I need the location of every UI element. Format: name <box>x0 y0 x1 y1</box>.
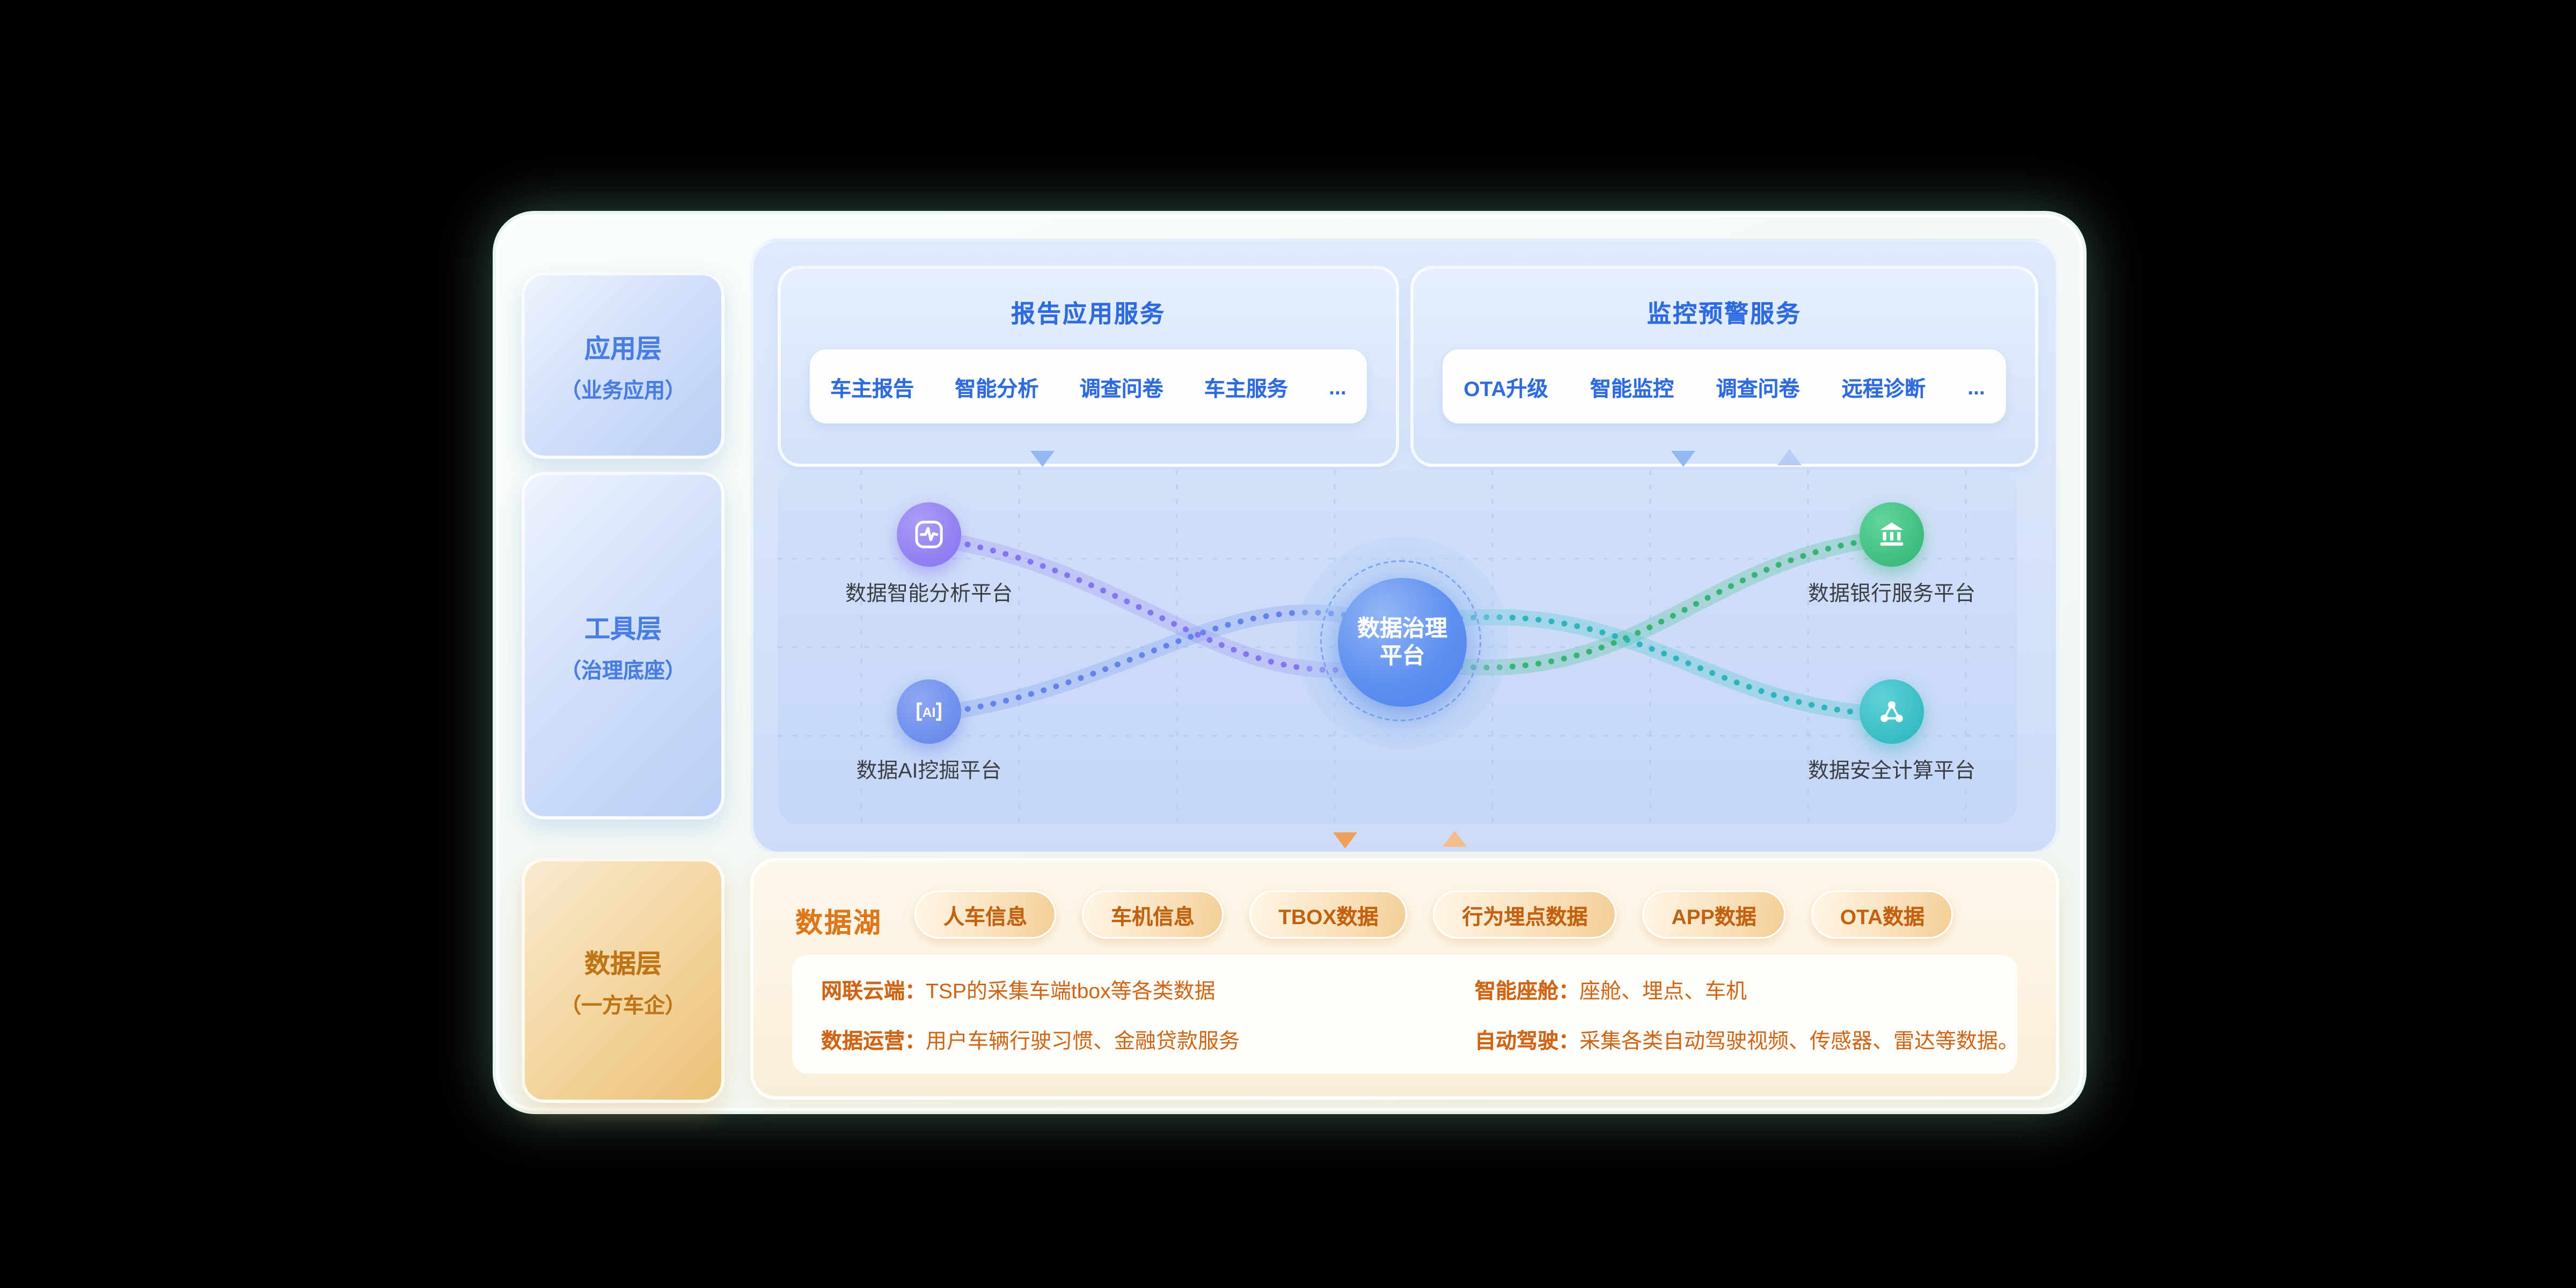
detail-line: 智能座舱：座舱、埋点、车机 <box>1475 974 1988 1005</box>
lake-tag: 行为埋点数据 <box>1433 890 1617 939</box>
data-lake-panel: 数据湖 人车信息 车机信息 TBOX数据 行为埋点数据 APP数据 OTA数据 … <box>750 858 2059 1100</box>
monitor-services-title: 监控预警服务 <box>1646 301 1802 328</box>
governance-hub: 数据治理 平台 <box>1338 578 1467 707</box>
detail-label: 网联云端： <box>821 979 926 1003</box>
layer-tool-subtitle: （治理底座） <box>560 658 686 683</box>
connection-lines <box>778 470 2017 824</box>
link-security-dots <box>1457 614 1895 718</box>
services-area: 报告应用服务 车主报告 智能分析 调查问卷 车主服务 ... 监控预警服务 OT… <box>750 238 2059 855</box>
node-ai-mining-label: 数据AI挖掘平台 <box>856 758 1002 782</box>
pulse-icon <box>897 502 961 567</box>
service-item: ... <box>1967 374 1985 399</box>
link-analysis-dots <box>926 535 1348 673</box>
report-services-bar: 车主报告 智能分析 调查问卷 车主服务 ... <box>810 349 1367 423</box>
hub-dashed-ring <box>1320 560 1481 721</box>
node-ai-mining: AI 数据AI挖掘平台 <box>792 679 1066 784</box>
node-security-label: 数据安全计算平台 <box>1807 758 1975 782</box>
main-panel: 应用层 （业务应用） 工具层 （治理底座） 数据层 （一方车企） 报告应用服务 … <box>493 211 2087 1114</box>
layer-application-title: 应用层 <box>584 336 662 364</box>
data-lake-title: 数据湖 <box>795 908 882 939</box>
monitor-services-bar: OTA升级 智能监控 调查问卷 远程诊断 ... <box>1443 349 2006 423</box>
service-item: ... <box>1329 374 1346 399</box>
bank-icon <box>1860 502 1924 567</box>
detail-text: TSP的采集车端tbox等各类数据 <box>926 979 1216 1003</box>
node-analysis: 数据智能分析平台 <box>792 502 1066 607</box>
layer-tool-title: 工具层 <box>584 617 662 644</box>
layer-data-title: 数据层 <box>584 952 662 979</box>
detail-label: 智能座舱： <box>1475 979 1580 1003</box>
detail-text: 采集各类自动驾驶视频、传感器、雷达等数据。 <box>1579 1029 2019 1053</box>
hub-label-line1: 数据治理 <box>1357 614 1447 640</box>
data-lake-tags: 人车信息 车机信息 TBOX数据 行为埋点数据 APP数据 OTA数据 <box>914 890 1954 939</box>
node-analysis-label: 数据智能分析平台 <box>845 581 1013 605</box>
link-bank <box>1452 530 1900 676</box>
service-item: OTA升级 <box>1463 376 1548 400</box>
layer-application: 应用层 （业务应用） <box>522 272 724 459</box>
service-item: 远程诊断 <box>1841 376 1926 400</box>
layer-data-subtitle: （一方车企） <box>560 993 686 1018</box>
lake-tag: OTA数据 <box>1811 890 1954 939</box>
lake-tag: TBOX数据 <box>1249 890 1408 939</box>
layer-data: 数据层 （一方车企） <box>522 858 724 1103</box>
node-security: 数据安全计算平台 <box>1755 679 2017 784</box>
detail-line: 网联云端：TSP的采集车端tbox等各类数据 <box>821 974 1475 1005</box>
hub-label-line2: 平台 <box>1380 642 1425 668</box>
service-item: 车主服务 <box>1204 376 1288 400</box>
lake-tag: 人车信息 <box>914 890 1057 939</box>
detail-text: 座舱、埋点、车机 <box>1579 979 1747 1003</box>
service-item: 调查问卷 <box>1716 376 1800 400</box>
data-lake-details-card: 网联云端：TSP的采集车端tbox等各类数据 数据运营：用户车辆行驶习惯、金融贷… <box>792 955 2019 1074</box>
detail-line: 数据运营：用户车辆行驶习惯、金融贷款服务 <box>821 1024 1475 1055</box>
detail-text: 用户车辆行驶习惯、金融贷款服务 <box>926 1029 1240 1053</box>
service-item: 智能分析 <box>955 376 1039 400</box>
layer-application-subtitle: （业务应用） <box>560 378 686 402</box>
governance-grid-zone: 数据治理 平台 数据智能分析平台 <box>778 470 2017 824</box>
detail-label: 自动驾驶： <box>1475 1029 1580 1053</box>
ai-icon-text: AI <box>923 706 936 720</box>
layer-tool: 工具层 （治理底座） <box>522 472 724 819</box>
report-services-panel: 报告应用服务 车主报告 智能分析 调查问卷 车主服务 ... <box>778 266 1399 467</box>
ai-icon: AI <box>897 679 961 744</box>
link-ai-mining-dots <box>926 609 1348 718</box>
report-services-title: 报告应用服务 <box>1011 301 1166 328</box>
service-item: 智能监控 <box>1590 376 1674 400</box>
service-item: 车主报告 <box>830 376 914 400</box>
node-bank-label: 数据银行服务平台 <box>1807 581 1975 605</box>
detail-label: 数据运营： <box>821 1029 926 1053</box>
service-item: 调查问卷 <box>1079 376 1163 400</box>
lake-tag: 车机信息 <box>1082 890 1224 939</box>
network-icon <box>1860 679 1924 744</box>
node-bank: 数据银行服务平台 <box>1755 502 2017 607</box>
monitor-services-panel: 监控预警服务 OTA升级 智能监控 调查问卷 远程诊断 ... <box>1410 266 2038 467</box>
detail-line: 自动驾驶：采集各类自动驾驶视频、传感器、雷达等数据。 <box>1475 1024 2019 1055</box>
lake-tag: APP数据 <box>1642 890 1785 939</box>
